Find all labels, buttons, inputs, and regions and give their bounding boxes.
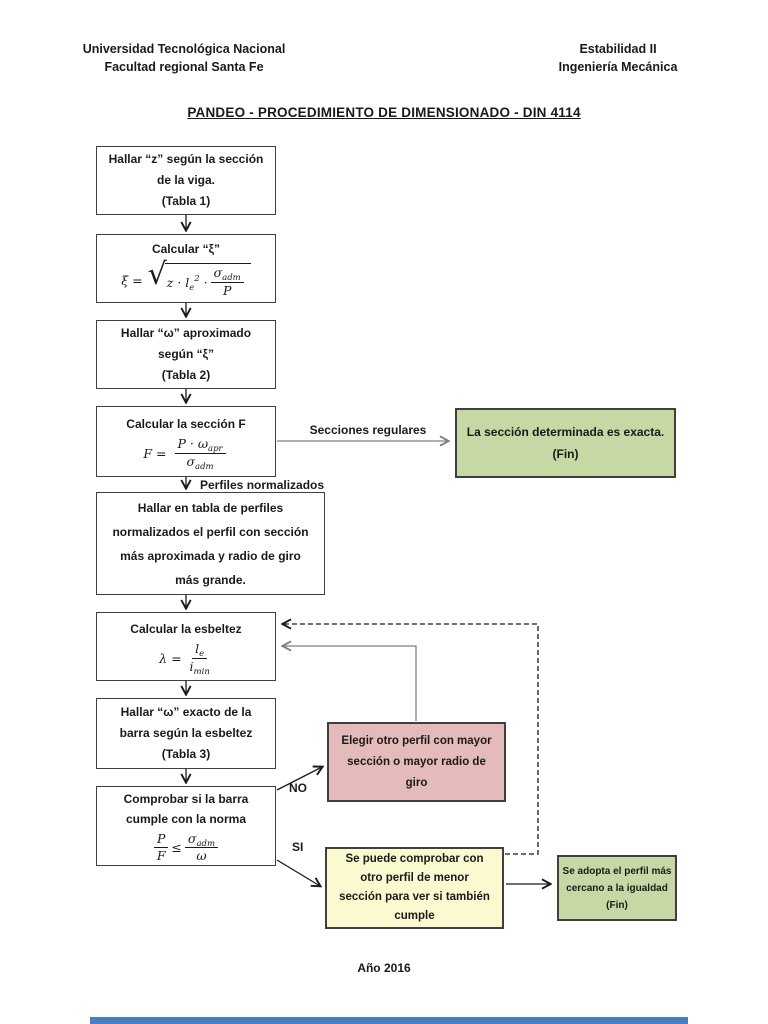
- box-text-line: (Tabla 1): [161, 194, 211, 208]
- flow-box-omega-exacto: Hallar “ω” exacto de la barra según la e…: [96, 698, 276, 769]
- box-text-line: más grande.: [175, 572, 246, 587]
- flow-box-comprobar-norma: Comprobar si la barra cumple con la norm…: [96, 786, 276, 866]
- box-text-line: normalizados el perfil con sección: [112, 524, 309, 539]
- box-text-line: Hallar “z” según la sección: [108, 152, 264, 166]
- box-text-line: Hallar en tabla de perfiles: [137, 500, 284, 515]
- label-no: NO: [289, 781, 307, 795]
- arrow-si-diagonal: [276, 859, 320, 886]
- header-subject: Estabilidad II: [579, 42, 657, 56]
- fraction: le imin: [189, 641, 210, 677]
- box-text-line: cumple con la norma: [125, 811, 247, 826]
- box-text-line: giro: [405, 776, 428, 789]
- flow-box-seccion-exacta-fin: La sección determinada es exacta. (Fin): [455, 408, 676, 478]
- box-title: Calcular la esbeltez: [130, 622, 242, 637]
- box-text-line: La sección determinada es exacta.: [466, 425, 665, 439]
- flow-box-calcular-seccion-f: Calcular la sección F F = P · ωapr σadm: [96, 406, 276, 477]
- fraction: P · ωapr σadm: [174, 436, 226, 471]
- box-text-line: según “ξ”: [157, 347, 214, 361]
- header-institution: Universidad Tecnológica Nacional Faculta…: [58, 40, 310, 76]
- box-text-line: cercano a la igualdad: [566, 882, 668, 894]
- box-title: Calcular la sección F: [126, 417, 246, 432]
- box-text-line: Se puede comprobar con: [345, 853, 484, 865]
- box-text-line: Hallar “ω” exacto de la: [120, 705, 252, 719]
- next-page-edge: [90, 1017, 688, 1024]
- fraction: P F: [153, 831, 169, 864]
- sqrt-radical: √ z · le2 · σadm P: [148, 260, 251, 298]
- header-faculty: Facultad regional Santa Fe: [104, 60, 264, 74]
- box-text-line: sección o mayor radio de: [347, 755, 486, 768]
- box-text-line: Elegir otro perfil con mayor: [341, 734, 492, 747]
- formula-lhs: λ =: [159, 650, 182, 666]
- formula-xi: ξ = √ z · le2 · σadm P: [121, 260, 251, 298]
- relation-symbol: ≤: [171, 840, 182, 855]
- page-footer-year: Año 2016: [357, 961, 411, 975]
- box-text-line: cumple: [394, 910, 435, 922]
- header-course: Estabilidad II Ingeniería Mecánica: [518, 40, 718, 76]
- formula-lhs: ξ =: [121, 272, 143, 288]
- header-career: Ingeniería Mecánica: [558, 60, 678, 74]
- box-text-line: de la viga.: [156, 173, 216, 187]
- box-text-line: sección para ver si también: [339, 891, 490, 903]
- flow-box-hallar-perfil-normalizado: Hallar en tabla de perfiles normalizados…: [96, 492, 325, 595]
- flow-box-calcular-esbeltez: Calcular la esbeltez λ = le imin: [96, 612, 276, 681]
- box-text-line: (Fin): [606, 899, 628, 911]
- box-text-line: más aproximada y radio de giro: [120, 548, 301, 563]
- formula-lambda: λ = le imin: [159, 641, 213, 677]
- label-si: SI: [292, 840, 304, 854]
- label-perfiles-normalizados: Perfiles normalizados: [200, 478, 325, 492]
- box-text-line: (Tabla 3): [161, 747, 211, 761]
- box-text-line: Comprobar si la barra: [123, 791, 249, 806]
- box-text-line: barra según la esbeltez: [119, 726, 253, 740]
- flow-box-omega-aproximado: Hallar “ω” aproximado según “ξ” (Tabla 2…: [96, 320, 276, 389]
- box-text-line: Se adopta el perfil más: [562, 865, 672, 877]
- formula-norma: P F ≤ σadm ω: [151, 831, 221, 864]
- solid-feedback-pink-to-esbeltez: [283, 646, 417, 721]
- fraction: σadm P: [210, 265, 244, 298]
- flow-box-adoptar-perfil-fin: Se adopta el perfil más cercano a la igu…: [557, 855, 677, 921]
- box-text-line: (Fin): [552, 447, 579, 461]
- flow-box-hallar-z: Hallar “z” según la sección de la viga. …: [96, 146, 276, 215]
- radicand-pre: z · le2 ·: [166, 273, 208, 293]
- page-title: PANDEO - PROCEDIMIENTO DE DIMENSIONADO -…: [187, 105, 581, 120]
- header-university: Universidad Tecnológica Nacional: [82, 42, 286, 56]
- box-text-line: (Tabla 2): [161, 368, 211, 382]
- box-text-line: otro perfil de menor: [360, 872, 469, 884]
- fraction: σadm ω: [184, 831, 219, 864]
- formula-f: F = P · ωapr σadm: [143, 436, 228, 471]
- label-secciones-regulares: Secciones regulares: [309, 423, 427, 437]
- box-title: Calcular “ξ”: [151, 242, 221, 257]
- box-text-line: Hallar “ω” aproximado: [120, 326, 252, 340]
- flow-box-elegir-otro-perfil: Elegir otro perfil con mayor sección o m…: [327, 722, 506, 802]
- flow-box-comprobar-perfil-menor: Se puede comprobar con otro perfil de me…: [325, 847, 504, 929]
- formula-lhs: F =: [143, 445, 167, 461]
- flow-box-calcular-xi: Calcular “ξ” ξ = √ z · le2 · σadm P: [96, 234, 276, 303]
